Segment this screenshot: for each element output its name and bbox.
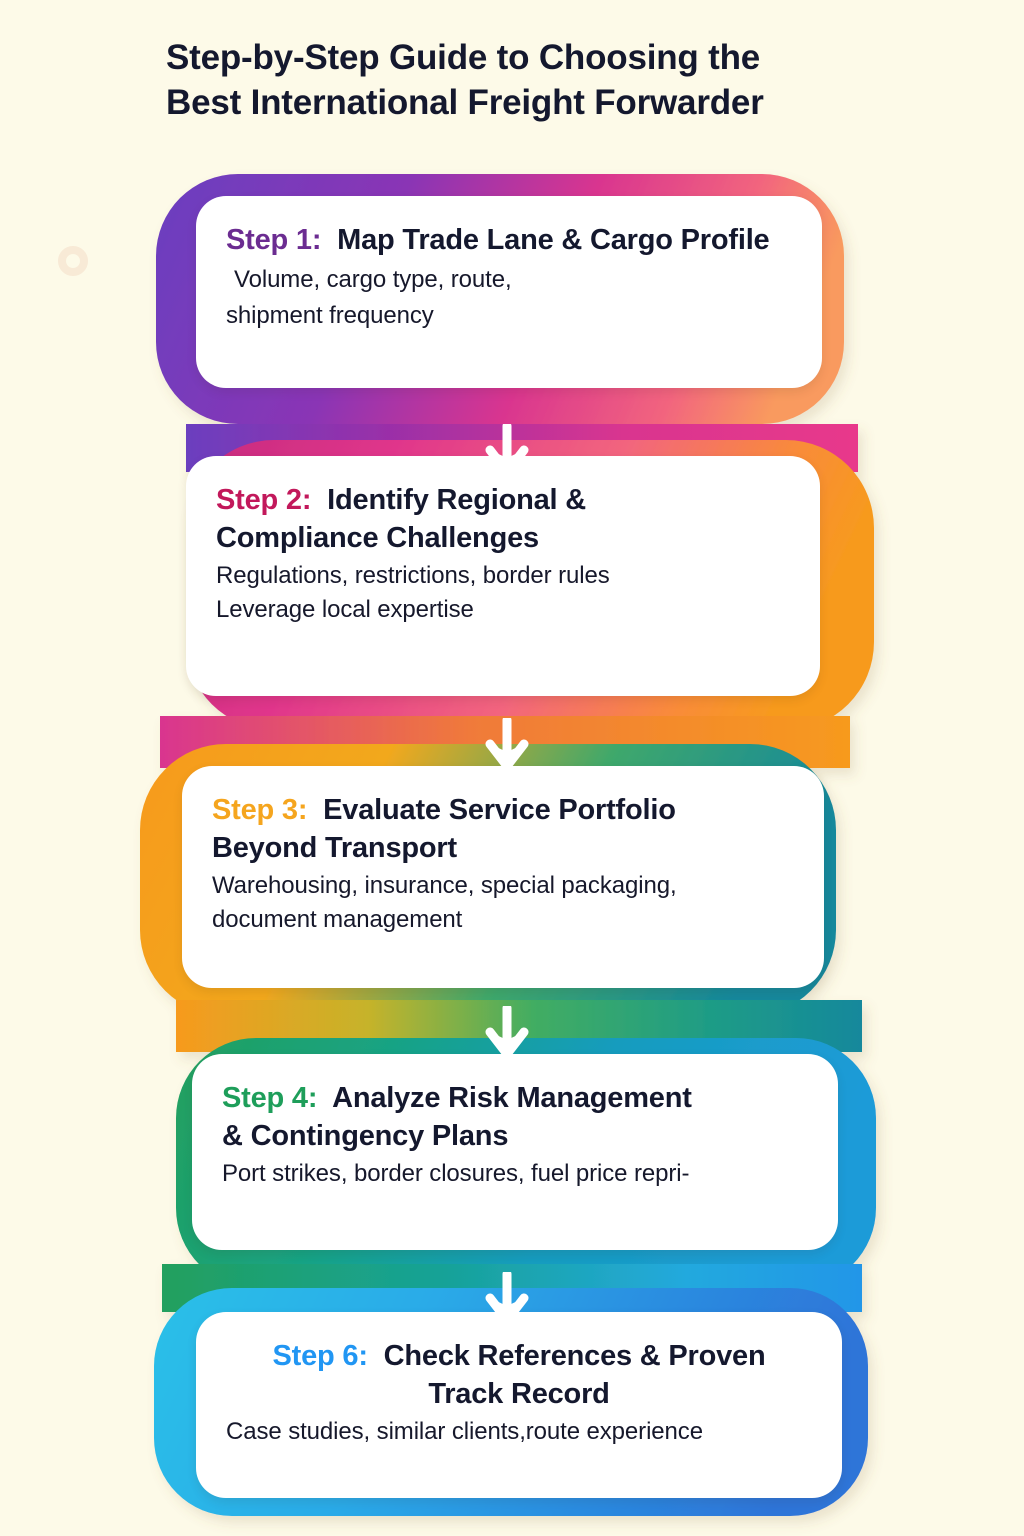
arrow-down-icon xyxy=(485,424,529,477)
step-1-body: shipment frequency xyxy=(226,299,792,333)
step-4-label: Step 4: xyxy=(222,1082,318,1114)
step-2-heading: Step 2: Identify Regional & Compliance C… xyxy=(216,482,790,557)
step-2-label: Step 2: xyxy=(216,484,312,516)
page-title: Step-by-Step Guide to Choosing the Best … xyxy=(166,36,906,126)
step-2-body: Regulations, restrictions, border rules … xyxy=(216,559,790,627)
step-card-1[interactable]: Step 1: Map Trade Lane & Cargo Profile V… xyxy=(196,196,822,388)
step-6-body: Case studies, similar clients,route expe… xyxy=(226,1415,812,1449)
step-1-body-line-1: shipment frequency xyxy=(226,302,434,330)
step-6-heading-line1: Check References & Proven xyxy=(383,1340,766,1372)
step-6-heading: Step 6: Check References & Proven Track … xyxy=(226,1338,812,1413)
arrow-down-icon xyxy=(485,1006,529,1059)
step-card-4[interactable]: Step 4: Analyze Risk Management & Contin… xyxy=(192,1054,838,1250)
step-4-heading: Step 4: Analyze Risk Management & Contin… xyxy=(222,1080,808,1155)
step-3-label: Step 3: xyxy=(212,794,308,826)
step-2-body-line-2: Leverage local expertise xyxy=(216,596,474,624)
step-1-heading: Step 1: Map Trade Lane & Cargo Profile V… xyxy=(226,222,792,297)
step-3-body-line-2: document management xyxy=(212,906,463,934)
step-3-body: Warehousing, insurance, special packagin… xyxy=(212,869,794,937)
step-4-heading-line2: & Contingency Plans xyxy=(222,1119,509,1152)
step-4-body-line-1: Port strikes, border closures, fuel pric… xyxy=(222,1160,690,1188)
arrow-down-icon xyxy=(485,718,529,771)
step-3-heading-line1: Evaluate Service Portfolio xyxy=(323,794,676,826)
step-3-heading: Step 3: Evaluate Service Portfolio Beyon… xyxy=(212,792,794,867)
step-card-6[interactable]: Step 6: Check References & Proven Track … xyxy=(196,1312,842,1498)
step-6-body-line-1: Case studies, similar clients,route expe… xyxy=(226,1418,703,1446)
page-title-line-2: Best International Freight Forwarder xyxy=(166,82,764,122)
arrow-down-icon xyxy=(485,1272,529,1325)
step-2-body-line-1: Regulations, restrictions, border rules xyxy=(216,562,610,590)
step-1-heading-line1: Map Trade Lane & Cargo xyxy=(337,224,673,256)
step-4-body: Port strikes, border closures, fuel pric… xyxy=(222,1157,808,1191)
step-6-label: Step 6: xyxy=(272,1340,368,1372)
step-3-body-line-1: Warehousing, insurance, special packagin… xyxy=(212,872,677,900)
page-title-line-1: Step-by-Step Guide to Choosing the xyxy=(166,38,761,77)
step-1-body-inline: Volume, cargo type, route, xyxy=(234,265,512,293)
step-6-heading-line2: Track Record xyxy=(428,1377,610,1410)
step-3-heading-line2: Beyond Transport xyxy=(212,831,457,864)
step-card-3[interactable]: Step 3: Evaluate Service Portfolio Beyon… xyxy=(182,766,824,988)
step-4-heading-line1: Analyze Risk Management xyxy=(332,1082,692,1114)
step-2-heading-line1: Identify Regional & xyxy=(327,484,586,516)
decorative-ring xyxy=(58,246,88,276)
step-2-heading-line2: Compliance Challenges xyxy=(216,521,539,554)
step-1-label: Step 1: xyxy=(226,224,322,256)
step-1-heading-line2: Profile xyxy=(680,224,770,256)
step-card-2[interactable]: Step 2: Identify Regional & Compliance C… xyxy=(186,456,820,696)
